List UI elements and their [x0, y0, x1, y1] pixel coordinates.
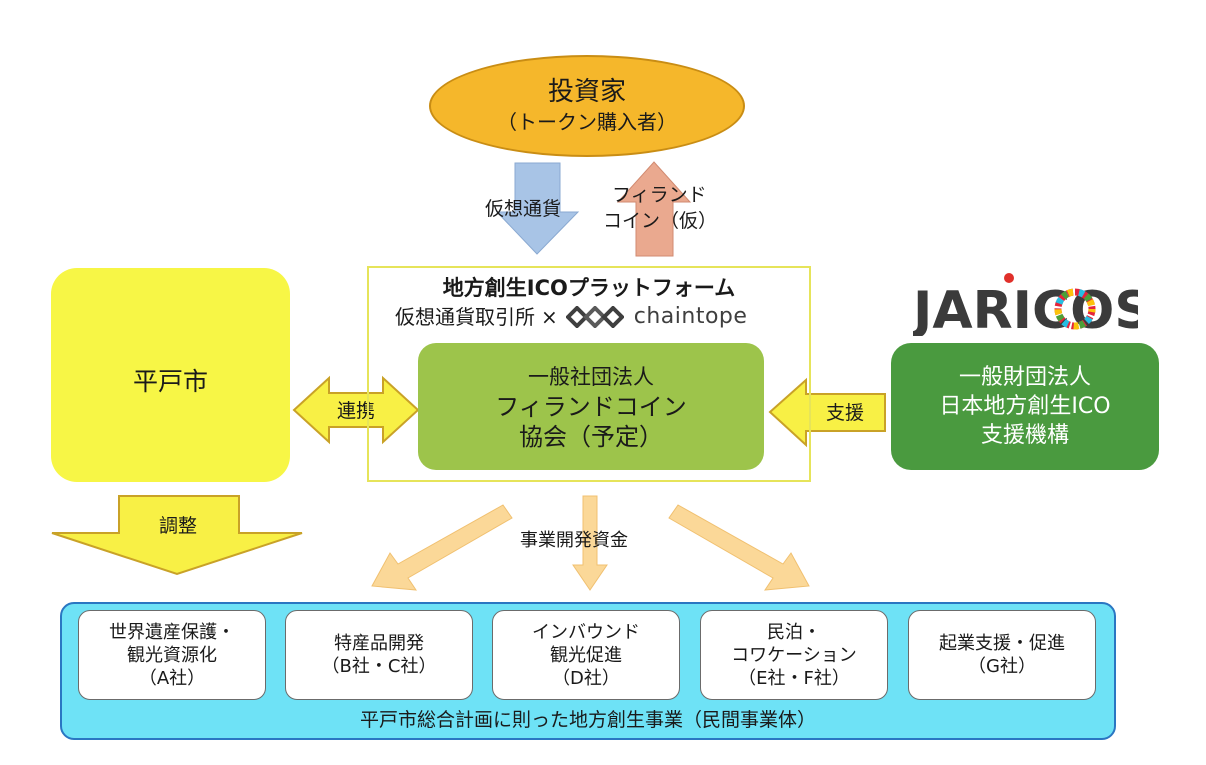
currency-down-arrow	[495, 162, 580, 255]
platform-subtitle: 仮想通貨取引所 × chaintope	[395, 302, 747, 332]
association-line1: 一般社団法人	[528, 364, 654, 389]
association-node: 一般社団法人 フィランドコイン 協会（予定）	[418, 343, 764, 470]
business-line: （B社・C社）	[321, 656, 437, 677]
jaricos-line2: 日本地方創生ICO	[939, 394, 1111, 419]
platform-title: 地方創生ICOプラットフォーム	[442, 276, 736, 300]
coordination-label: 調整	[159, 515, 197, 537]
ico-platform-frame	[367, 266, 811, 482]
business-box-a: 世界遺産保護・ 観光資源化 （A社）	[78, 610, 266, 700]
exchange-label: 仮想通貨取引所	[395, 305, 535, 329]
business-line: 世界遺産保護・	[109, 621, 235, 643]
jaricos-wordmark: JARICOS	[913, 281, 1138, 336]
logo-dot-icon	[1004, 273, 1014, 283]
business-line: （A社）	[138, 667, 206, 689]
business-box-ef: 民泊・ コワケーション （E社・F社）	[700, 610, 888, 700]
coin-flow-label-line1: フィランド	[612, 184, 707, 206]
jaricos-node: 一般財団法人 日本地方創生ICO 支援機構	[891, 343, 1159, 470]
jaricos-line3: 支援機構	[980, 423, 1069, 448]
chaintope-wordmark: chaintope	[633, 304, 748, 329]
business-line: 民泊・	[767, 621, 821, 643]
funding-arrow-center	[572, 495, 608, 591]
business-line: 観光資源化	[127, 644, 217, 666]
association-line2: フィランドコイン	[495, 392, 687, 421]
times-sign: ×	[541, 305, 558, 329]
funding-arrow-right	[668, 504, 810, 591]
chaintope-logo-icon	[565, 306, 624, 328]
business-box-g: 起業支援・促進 （G社）	[908, 610, 1096, 700]
support-label: 支援	[826, 402, 864, 424]
cooperation-label: 連携	[337, 400, 375, 422]
coin-flow-label-line2: コイン（仮）	[603, 210, 718, 232]
business-line: コワケーション	[731, 644, 857, 666]
investor-subtitle: （トークン購入者）	[497, 110, 677, 134]
business-line: （G社）	[968, 656, 1036, 677]
business-line: 特産品開発	[334, 633, 424, 654]
panel-caption: 平戸市総合計画に則った地方創生事業（民間事業体）	[359, 709, 816, 731]
business-line: （D社）	[552, 667, 620, 689]
business-line: （E社・F社）	[738, 667, 850, 689]
business-line: 観光促進	[550, 644, 622, 666]
coordination-arrow	[51, 495, 303, 576]
association-line3: 協会（予定）	[519, 422, 663, 451]
investor-title: 投資家	[547, 77, 626, 107]
business-line: インバウンド	[532, 621, 640, 643]
jaricos-logo: JARICOS	[913, 273, 1138, 336]
support-arrow	[768, 377, 886, 448]
sdg-wheel-icon	[1054, 288, 1096, 330]
business-line: 起業支援・促進	[939, 633, 1065, 654]
funding-label: 事業開発資金	[520, 530, 628, 551]
jaricos-line1: 一般財団法人	[958, 365, 1091, 390]
coin-up-arrow	[616, 161, 692, 257]
funding-arrow-left	[371, 504, 513, 591]
investor-node: 投資家 （トークン購入者）	[429, 55, 745, 157]
business-box-bc: 特産品開発 （B社・C社）	[285, 610, 473, 700]
city-node: 平戸市	[51, 268, 290, 482]
currency-flow-label: 仮想通貨	[485, 198, 562, 220]
business-box-d: インバウンド 観光促進 （D社）	[492, 610, 680, 700]
city-name: 平戸市	[132, 367, 208, 396]
